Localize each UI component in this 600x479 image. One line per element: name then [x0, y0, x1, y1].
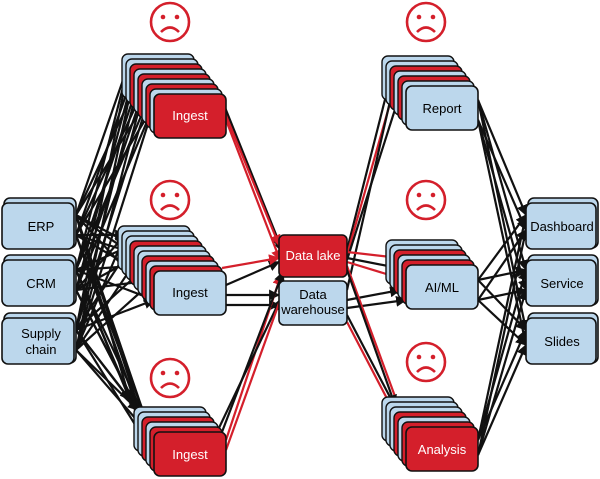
- output-dashboard-label: Dashboard: [530, 219, 594, 234]
- consumer-analysis-label: Analysis: [418, 442, 467, 457]
- sad-face-icon: [149, 357, 191, 399]
- consumer-analysis: Analysis: [405, 426, 479, 472]
- output-service-label: Service: [540, 276, 583, 291]
- ingest-to-lake-arrow: [221, 254, 281, 270]
- sad-face-icon: [149, 1, 191, 43]
- data-lake-label: Data lake: [286, 248, 341, 263]
- ingest-to-lake-arrow: [225, 260, 281, 287]
- source-to-ingest-arrow: [74, 68, 139, 351]
- sad-face-icon: [149, 179, 191, 221]
- consumer-to-output-arrow: [476, 119, 529, 292]
- consumer-to-output-arrow: [476, 119, 528, 232]
- warehouse-to-aiml-arrow: [346, 286, 402, 302]
- lake-to-analysis-arrow: [345, 265, 402, 412]
- warehouse-to-report-arrow: [345, 73, 400, 291]
- output-slides-label: Slides: [544, 334, 580, 349]
- source-crm-label: CRM: [26, 276, 56, 291]
- consumer-to-output-arrow: [477, 229, 527, 301]
- source-to-ingest-arrow: [74, 58, 132, 216]
- ingest-top-label: Ingest: [172, 108, 208, 123]
- source-crm: CRM: [1, 254, 77, 307]
- ingest-to-lake-arrow: [220, 99, 285, 254]
- consumer-to-output-arrow: [476, 119, 530, 347]
- source-to-ingest-arrow: [74, 58, 134, 331]
- ingest-middle: Ingest: [153, 270, 227, 316]
- ingest-bottom-label: Ingest: [172, 447, 208, 462]
- consumer-aiml: AI/ML: [405, 264, 479, 310]
- consumer-report-label: Report: [422, 101, 461, 116]
- source-erp-label: ERP: [28, 219, 55, 234]
- consumer-to-output-arrow: [476, 343, 528, 456]
- ingest-to-warehouse-arrow: [217, 299, 281, 431]
- sad-faces: [149, 1, 447, 399]
- consumer-to-output-arrow: [476, 228, 530, 456]
- sad-face-icon: [405, 1, 447, 43]
- ingest-to-lake-arrow: [224, 119, 282, 262]
- ingest-to-lake-arrow: [224, 282, 288, 451]
- source-to-ingest-arrow: [74, 233, 127, 351]
- output-dashboard: Dashboard: [525, 197, 599, 250]
- consumer-report: Report: [405, 85, 479, 131]
- source-to-ingest-arrow: [74, 103, 157, 351]
- ingest-bottom: Ingest: [153, 431, 227, 477]
- source-to-ingest-arrow: [74, 76, 143, 331]
- source-to-ingest-arrow: [74, 58, 133, 271]
- consumer-aiml-label: AI/ML: [425, 280, 459, 295]
- lake-to-analysis-arrow: [345, 269, 397, 407]
- consumer-to-output-arrow: [477, 214, 527, 281]
- consumer-to-output-arrow: [476, 288, 529, 456]
- consumer-to-output-arrow: [476, 99, 528, 217]
- data-lake: Data lake: [278, 234, 348, 278]
- ingest-to-lake-arrow: [216, 95, 281, 247]
- ingest-top: Ingest: [153, 93, 227, 139]
- consumer-to-output-arrow: [476, 213, 530, 441]
- source-to-ingest-arrow: [74, 84, 148, 351]
- output-slides: Slides: [525, 312, 599, 365]
- ingest-middle-label: Ingest: [172, 285, 208, 300]
- output-service: Service: [525, 254, 599, 307]
- source-erp: ERP: [1, 197, 77, 250]
- sad-face-icon: [405, 341, 447, 383]
- ingest-to-lake-arrow: [220, 270, 285, 433]
- warehouse-to-aiml-arrow: [346, 295, 408, 310]
- sad-face-icon: [405, 179, 447, 221]
- source-to-ingest-arrow: [75, 349, 139, 411]
